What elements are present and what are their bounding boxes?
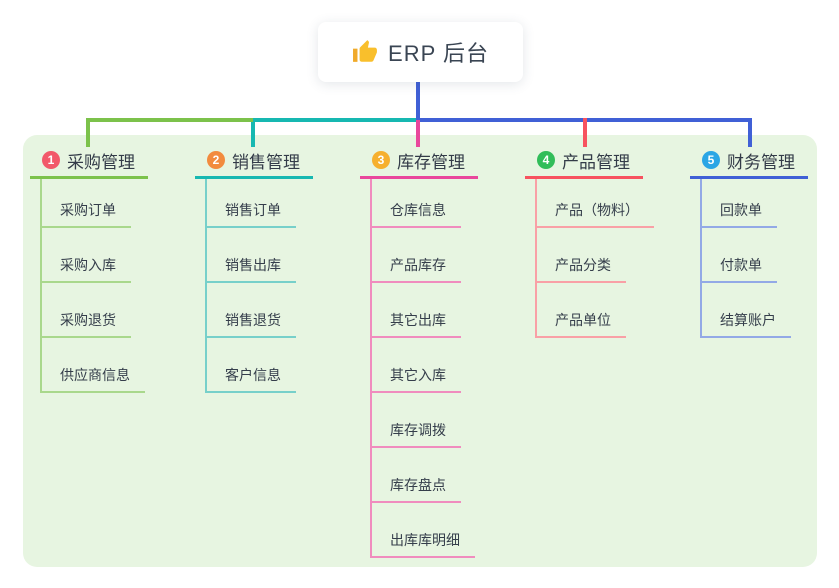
branch-number-badge: 2 [207, 151, 225, 169]
root-node[interactable]: ERP 后台 [318, 22, 523, 82]
branch-children: 采购订单 采购入库 采购退货 供应商信息 [40, 179, 148, 393]
child-row: 库存盘点 [372, 448, 478, 503]
child-row: 采购退货 [42, 283, 148, 338]
branch-column: 3 库存管理 仓库信息 产品库存 其它出库 其它入库 库存调拨 库存盘点 出库库… [360, 150, 478, 558]
child-row: 库存调拨 [372, 393, 478, 448]
child-node[interactable]: 其它入库 [372, 365, 461, 393]
child-node[interactable]: 客户信息 [207, 365, 296, 393]
branch-column: 5 财务管理 回款单 付款单 结算账户 [690, 150, 808, 338]
child-node[interactable]: 销售订单 [207, 200, 296, 228]
child-node[interactable]: 销售出库 [207, 255, 296, 283]
child-row: 其它入库 [372, 338, 478, 393]
branch-node[interactable]: 4 产品管理 [525, 150, 643, 179]
branch-number-badge: 4 [537, 151, 555, 169]
branch-number-badge: 5 [702, 151, 720, 169]
branch-number-badge: 1 [42, 151, 60, 169]
child-node[interactable]: 出库库明细 [372, 530, 475, 558]
child-node[interactable]: 产品单位 [537, 310, 626, 338]
child-node[interactable]: 库存调拨 [372, 420, 461, 448]
child-row: 出库库明细 [372, 503, 478, 558]
child-node[interactable]: 付款单 [702, 255, 777, 283]
child-node[interactable]: 其它出库 [372, 310, 461, 338]
branch-children: 仓库信息 产品库存 其它出库 其它入库 库存调拨 库存盘点 出库库明细 [370, 179, 478, 558]
branch-node[interactable]: 5 财务管理 [690, 150, 808, 179]
child-node[interactable]: 采购订单 [42, 200, 131, 228]
branch-label: 采购管理 [67, 152, 135, 172]
child-row: 其它出库 [372, 283, 478, 338]
child-row: 供应商信息 [42, 338, 148, 393]
child-row: 付款单 [702, 228, 808, 283]
child-row: 结算账户 [702, 283, 808, 338]
child-row: 产品单位 [537, 283, 654, 338]
child-node[interactable]: 回款单 [702, 200, 777, 228]
branch-column: 1 采购管理 采购订单 采购入库 采购退货 供应商信息 [30, 150, 148, 393]
child-node[interactable]: 仓库信息 [372, 200, 461, 228]
branch-label: 库存管理 [397, 152, 465, 172]
child-node[interactable]: 采购退货 [42, 310, 131, 338]
child-row: 销售退货 [207, 283, 313, 338]
branch-node[interactable]: 3 库存管理 [360, 150, 478, 179]
child-node[interactable]: 库存盘点 [372, 475, 461, 503]
branch-children: 销售订单 销售出库 销售退货 客户信息 [205, 179, 313, 393]
branch-column: 2 销售管理 销售订单 销售出库 销售退货 客户信息 [195, 150, 313, 393]
child-row: 采购入库 [42, 228, 148, 283]
child-node[interactable]: 产品库存 [372, 255, 461, 283]
child-row: 回款单 [702, 179, 808, 228]
child-node[interactable]: 产品分类 [537, 255, 626, 283]
child-node[interactable]: 采购入库 [42, 255, 131, 283]
branch-label: 销售管理 [232, 152, 300, 172]
branch-number-badge: 3 [372, 151, 390, 169]
child-node[interactable]: 产品（物料） [537, 200, 654, 228]
branch-label: 产品管理 [562, 152, 630, 172]
child-row: 产品（物料） [537, 179, 654, 228]
mind-map-canvas [23, 135, 817, 567]
child-row: 销售订单 [207, 179, 313, 228]
child-row: 采购订单 [42, 179, 148, 228]
child-row: 客户信息 [207, 338, 313, 393]
branch-label: 财务管理 [727, 152, 795, 172]
child-node[interactable]: 销售退货 [207, 310, 296, 338]
branch-node[interactable]: 2 销售管理 [195, 150, 313, 179]
branch-column: 4 产品管理 产品（物料） 产品分类 产品单位 [525, 150, 654, 338]
thumbs-up-icon [352, 39, 378, 65]
branch-children: 产品（物料） 产品分类 产品单位 [535, 179, 654, 338]
branch-children: 回款单 付款单 结算账户 [700, 179, 808, 338]
root-node-title: ERP 后台 [388, 41, 489, 66]
child-row: 产品库存 [372, 228, 478, 283]
child-node[interactable]: 结算账户 [702, 310, 791, 338]
branch-node[interactable]: 1 采购管理 [30, 150, 148, 179]
child-row: 销售出库 [207, 228, 313, 283]
child-node[interactable]: 供应商信息 [42, 365, 145, 393]
child-row: 产品分类 [537, 228, 654, 283]
child-row: 仓库信息 [372, 179, 478, 228]
